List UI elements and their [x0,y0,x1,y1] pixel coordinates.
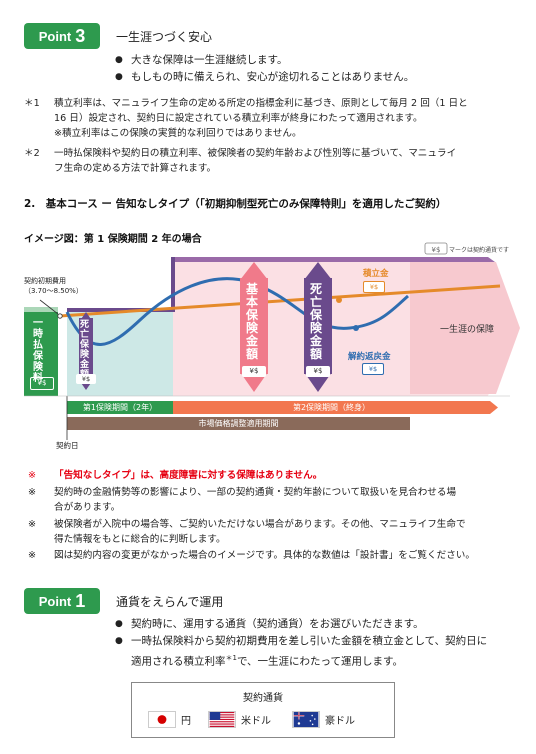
footnote-3-mark: ※ [28,519,37,530]
lump-sum-bar [24,312,58,396]
point1-bullet-2-part-b: で、一生涯にわたって運用します。 [236,655,403,668]
footnote-2-text: 契約時の金融情勢等の影響により、一部の契約通貨・契約年齢について取扱いを見合わせ… [54,487,457,498]
death-benefit-2-label: 死亡保険金額 [310,282,323,361]
currency-mark-legend-symbol: ¥$ [432,246,441,254]
death-benefit-1-currency: ¥$ [76,374,96,384]
note-2: ＊2 一時払保険料や契約日の積立利率、被保険者の契約年齢および性別等に基づいて、… [24,146,524,176]
japan-flag-icon [148,711,176,728]
point1-title: 通貨をえらんで運用 [116,595,224,609]
note-1-line-2: 16 日）設定され、契約日に設定されている積立利率が終身にわたって適用されます。 [54,113,423,124]
point1-bullet-2: 一時払保険料から契約初期費用を差し引いた金額を積立金として、契約日に 適用される… [115,634,488,670]
period1-label: 第1保険期間（2年） [82,403,158,412]
reserve-line [59,284,501,318]
basic-benefit-label: 基本保険金額 [246,282,259,361]
point3-badge-number: 3 [75,25,86,46]
reserve-label: 積立金 [363,269,389,279]
point1-bullet-1: 契約時に、運用する通貨（契約通貨）をお選びいただきます。 [115,617,424,632]
footnote-3-cont: 得た情報をもとに総合的に判断します。 [54,534,226,545]
death-benefit-1-label: 死亡保険金額 [80,320,90,380]
footnote-2: ※ 契約時の金融情勢等の影響により、一部の契約通貨・契約年齢について取扱いを見合… [28,485,524,515]
point1-bullet-2-sup: ＊1 [225,654,237,662]
usa-flag-icon [208,711,236,728]
currency-usd: 米ドル [208,711,271,728]
note-1-line-3: ※積立利率はこの保険の実質的な利回りではありません。 [54,128,302,139]
surrender-currency: ¥$ [362,363,384,375]
point1-badge-number: 1 [75,590,86,611]
initial-fee-text: 契約初期費用 [24,277,66,285]
footnote-4: ※ 図は契約内容の変更がなかった場合のイメージです。具体的な数値は「設計書」をご… [28,548,524,563]
currency-aud: 豪ドル [292,711,355,728]
initial-fee-label: 契約初期費用 （3.70〜8.50%） [24,276,83,296]
section2-title: 2. 基本コース ー 告知なしタイプ（「初期抑制型死亡のみ保障特則」を適用したご… [24,198,447,210]
lifetime-label: 一生涯の保障 [440,325,495,335]
point3-badge: Point 3 [24,23,100,49]
note-1: ＊1 積立利率は、マニュライフ生命の定める所定の指標金利に基づき、原則として毎月… [24,96,524,141]
footnote-4-text: 図は契約内容の変更がなかった場合のイメージです。具体的な数値は「設計書」をご覧く… [54,550,475,561]
lump-sum-currency-badge: ¥$ [30,377,54,390]
surrender-label: 解約返戻金 [348,352,391,362]
currency-mark-note: マークは契約通貨です [449,246,509,254]
contract-date-label: 契約日 [56,441,79,450]
point3-bullet-1: 大きな保障は一生涯継続します。 [115,53,287,68]
note-2-line-1: 一時払保険料や契約日の積立利率、被保険者の契約年齢および性別等に基づいて、マニュ… [54,148,457,159]
basic-benefit-currency: ¥$ [242,366,266,377]
footnote-2-cont: 合があります。 [54,502,121,513]
footnote-2-mark: ※ [28,487,37,498]
currency-jpy: 円 [148,711,191,728]
lifetime-arrow [410,262,520,394]
point3-title: 一生涯つづく安心 [116,30,213,44]
currency-mark-legend: ¥$ マークは契約通貨です [424,242,509,255]
period2-label: 第2保険期間（終身） [292,403,371,412]
footnote-1: ※ 「告知なしタイプ」は、高度障害に対する保障はありません。 [28,468,524,483]
point1-badge-label: Point [38,593,72,609]
period1-bar [67,401,173,414]
footnote-3-text: 被保険者が入院中の場合等、ご契約いただけない場合があります。その他、マニュライフ… [54,519,466,530]
footnote-4-mark: ※ [28,550,37,561]
point1-bullet-2-part-a: 適用される積立利率 [131,655,226,668]
note-1-mark: ＊1 [24,98,40,109]
benefit-diagram: ¥$ マークは契約通貨です [24,242,520,440]
image-title: イメージ図：第 1 保険期間 2 年の場合 [24,234,202,245]
australia-flag-icon [292,711,320,728]
currency-box-title: 契約通貨 [243,693,283,704]
point1-bullet-2-line-1: 一時払保険料から契約初期費用を差し引いた金額を積立金として、契約日に [131,635,488,647]
death-benefit-2-currency: ¥$ [306,366,330,377]
reserve-currency: ¥$ [363,281,385,293]
footnote-1-text: 「告知なしタイプ」は、高度障害に対する保障はありません。 [54,470,323,481]
mva-period-label: 市場価格調整適用期間 [198,419,279,428]
initial-fee-range: （3.70〜8.50%） [24,287,83,295]
point3-bullet-2: もしもの時に備えられ、安心が途切れることはありません。 [115,70,414,85]
note-2-line-2: フ生命の定める方法で計算されます。 [54,163,217,174]
currency-usd-label: 米ドル [241,716,271,727]
currency-aud-label: 豪ドル [325,716,355,727]
currency-box: 契約通貨 円 米ドル 豪ドル [131,682,395,738]
footnote-3: ※ 被保険者が入院中の場合等、ご契約いただけない場合があります。その他、マニュラ… [28,517,524,547]
death-benefit-band-1 [67,308,173,312]
note-1-line-1: 積立利率は、マニュライフ生命の定める所定の指標金利に基づき、原則として毎月 2 … [54,98,468,109]
point1-badge: Point 1 [24,588,100,614]
currency-jpy-label: 円 [181,716,191,727]
period2-bar [173,401,498,414]
point1-bullet-2-line-2: 適用される積立利率＊1で、一生涯にわたって運用します。 [131,651,487,670]
point3-badge-label: Point [38,28,72,44]
mva-period-bar [67,417,410,430]
footnote-1-mark: ※ [28,470,37,481]
death-benefit-band-2 [173,257,495,262]
lump-sum-label: 一時払保険料 [33,318,43,384]
note-2-mark: ＊2 [24,148,40,159]
